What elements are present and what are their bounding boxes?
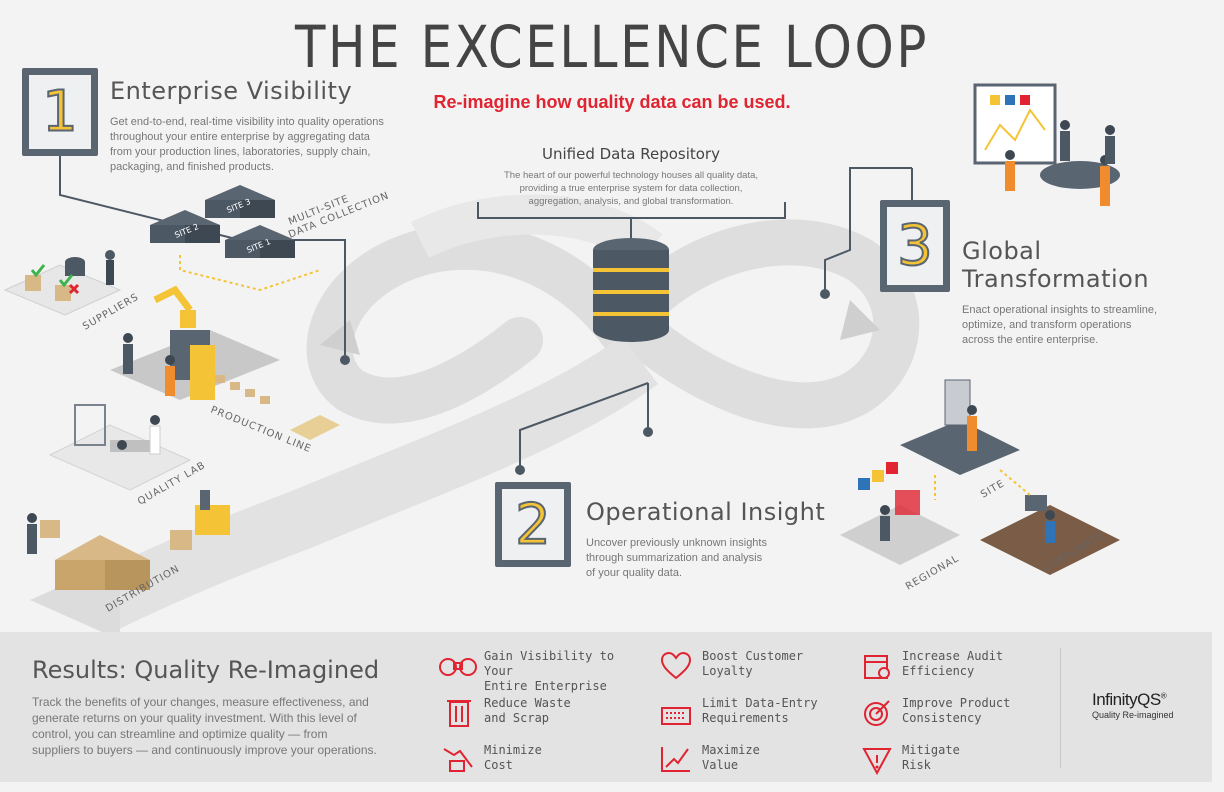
- benefit-line: Requirements: [702, 711, 789, 725]
- benefit-line: Efficiency: [902, 664, 975, 678]
- section-1: Enterprise Visibility Get end-to-end, re…: [110, 77, 420, 175]
- benefit-line: Consistency: [902, 711, 982, 725]
- benefit-line: Improve Product: [902, 696, 1011, 710]
- benefit-line: Entire Enterprise: [484, 679, 607, 693]
- benefit-line: Boost Customer: [702, 649, 804, 663]
- heart-icon: [660, 651, 692, 680]
- repository-heading: Unified Data Repository: [542, 145, 720, 163]
- keyboard-icon: [661, 707, 691, 725]
- falling-cost-icon: [443, 748, 473, 772]
- benefit-line: Loyalty: [702, 664, 753, 678]
- loop-arrowhead-left: [320, 320, 360, 355]
- loop-upper-band: [411, 194, 663, 267]
- meeting-room-icon: [973, 83, 1120, 206]
- logo-mark: ®: [1160, 691, 1167, 701]
- benefit-line: Mitigate: [902, 743, 960, 757]
- loop-left-lobe: [306, 223, 643, 424]
- section-3-body-line: Enact operational insights to streamline…: [962, 304, 1158, 316]
- loop-main-arrow: [76, 335, 658, 637]
- section-1-body-line: Get end-to-end, real-time visibility int…: [110, 116, 384, 128]
- benefit-line: Cost: [484, 758, 513, 772]
- results-divider: [1060, 648, 1061, 768]
- benefit-line: Minimize: [484, 743, 542, 757]
- logo-tagline: Quality Re-imagined: [1092, 710, 1174, 720]
- multisite-factories-icon: [150, 185, 295, 258]
- logo-name: InfinityQS: [1092, 690, 1161, 709]
- trash-can-icon: [447, 700, 471, 727]
- repository-body-line: The heart of our powerful technology hou…: [503, 170, 759, 181]
- benefit-line: Increase Audit: [902, 649, 1004, 663]
- section-3-body-line: optimize, and transform operations: [962, 319, 1132, 331]
- section-2-body-line: Uncover previously unknown insights: [586, 537, 767, 549]
- section-3: Global Transformation Enact operational …: [962, 237, 1202, 348]
- section-1-sign: 1: [22, 68, 98, 156]
- results-body-line: suppliers to buyers — and continuously i…: [32, 743, 377, 757]
- benefit-line: Limit Data-Entry: [702, 696, 818, 710]
- binoculars-icon: [439, 658, 477, 676]
- section-2-number: 2: [514, 491, 552, 558]
- benefit-line: Gain Visibility to Your: [484, 649, 615, 678]
- section-1-body-line: from your production lines, laboratories…: [110, 146, 371, 158]
- results-body-line: generate returns on your quality investm…: [32, 711, 357, 725]
- section-3-heading: Global Transformation: [962, 237, 1150, 293]
- production-line-icon: [110, 285, 340, 440]
- connector-3: [824, 167, 912, 292]
- repository-body-line: aggregation, analysis, and global transf…: [528, 196, 734, 207]
- loop-right-lobe: [597, 219, 920, 429]
- repository-block: Unified Data Repository The heart of our…: [470, 145, 792, 208]
- benefit-line: Maximize: [702, 743, 760, 757]
- calendar-audit-icon: [864, 655, 890, 679]
- section-3-body-line: across the entire enterprise.: [962, 334, 1099, 346]
- benefit-line: and Scrap: [484, 711, 550, 725]
- infinityqs-logo: InfinityQS® Quality Re-imagined: [1092, 690, 1174, 720]
- benefit-line: Risk: [902, 758, 931, 772]
- rising-chart-icon: [661, 747, 690, 772]
- section-2: Operational Insight Uncover previously u…: [586, 498, 846, 581]
- repository-body-line: providing a true enterprise system for d…: [519, 183, 743, 194]
- section-1-heading: Enterprise Visibility: [110, 77, 353, 105]
- section-2-heading: Operational Insight: [586, 498, 826, 526]
- label-regional: REGIONAL: [904, 553, 961, 592]
- section-2-body-line: of your quality data.: [586, 567, 683, 579]
- section-1-body-line: packaging, and finished products.: [110, 161, 274, 173]
- page-subtitle: Re-imagine how quality data can be used.: [433, 92, 791, 112]
- label-site: SITE: [979, 478, 1007, 500]
- database-icon: [593, 238, 669, 342]
- section-1-body-line: throughout your entire enterprise by agg…: [110, 131, 370, 143]
- excellence-loop-graphic: MULTI-SITE DATA COLLECTION SITE 3 SITE 2…: [3, 83, 1120, 640]
- loop-arrowhead-right: [840, 300, 880, 340]
- section-1-number: 1: [41, 79, 79, 146]
- quality-lab-icon: [48, 404, 192, 491]
- section-2-body-line: through summarization and analysis: [586, 552, 763, 564]
- site-regional-corporate-icon: [840, 379, 1120, 575]
- section-2-sign: 2: [495, 482, 571, 567]
- warning-triangle-icon: [862, 748, 892, 775]
- distribution-icon: [27, 490, 230, 590]
- benefit-line: Value: [702, 758, 739, 772]
- results-panel: Results: Quality Re-Imagined Track the b…: [0, 632, 1212, 782]
- connector-2: [519, 382, 649, 470]
- suppliers-platform-icon: [3, 250, 122, 316]
- results-heading: Results: Quality Re-Imagined: [32, 656, 380, 684]
- section-3-number: 3: [896, 213, 934, 280]
- benefit-line: Reduce Waste: [484, 696, 571, 710]
- section-3-sign: 3: [880, 200, 950, 292]
- page-title: THE EXCELLENCE LOOP: [294, 13, 929, 81]
- results-body-line: Track the benefits of your changes, meas…: [32, 695, 369, 709]
- results-body-line: control, you can streamline and optimize…: [32, 727, 328, 741]
- target-icon: [864, 700, 890, 726]
